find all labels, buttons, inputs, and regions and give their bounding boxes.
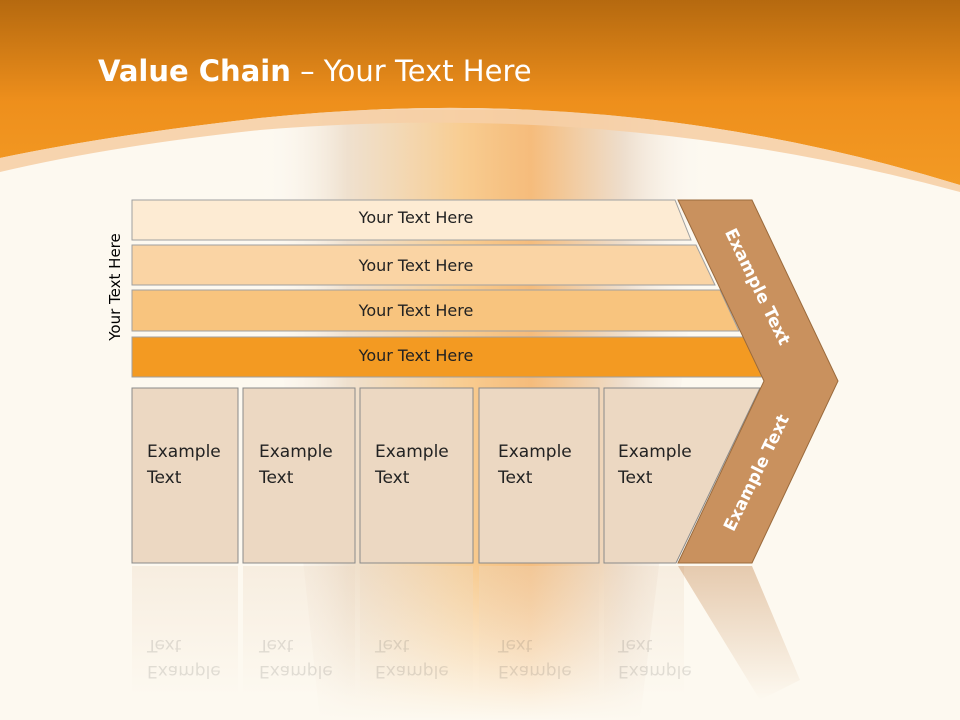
chevron-arrow — [677, 199, 839, 564]
card-4 — [478, 387, 600, 564]
header-banner — [0, 0, 960, 185]
band-2 — [131, 244, 716, 286]
card-1 — [131, 387, 239, 564]
band-2-label: Your Text Here — [358, 256, 474, 275]
side-label: Your Text Here — [106, 233, 124, 341]
band-4-label: Your Text Here — [358, 346, 474, 365]
header-swoosh — [0, 107, 960, 192]
card-2 — [242, 387, 356, 564]
band-3 — [131, 289, 740, 332]
page-title: Value Chain – Your Text Here — [98, 54, 532, 88]
card-5 — [603, 387, 761, 564]
card-3 — [359, 387, 474, 564]
band-3-label: Your Text Here — [358, 301, 474, 320]
band-1 — [131, 199, 692, 241]
band-1-label: Your Text Here — [358, 208, 474, 227]
